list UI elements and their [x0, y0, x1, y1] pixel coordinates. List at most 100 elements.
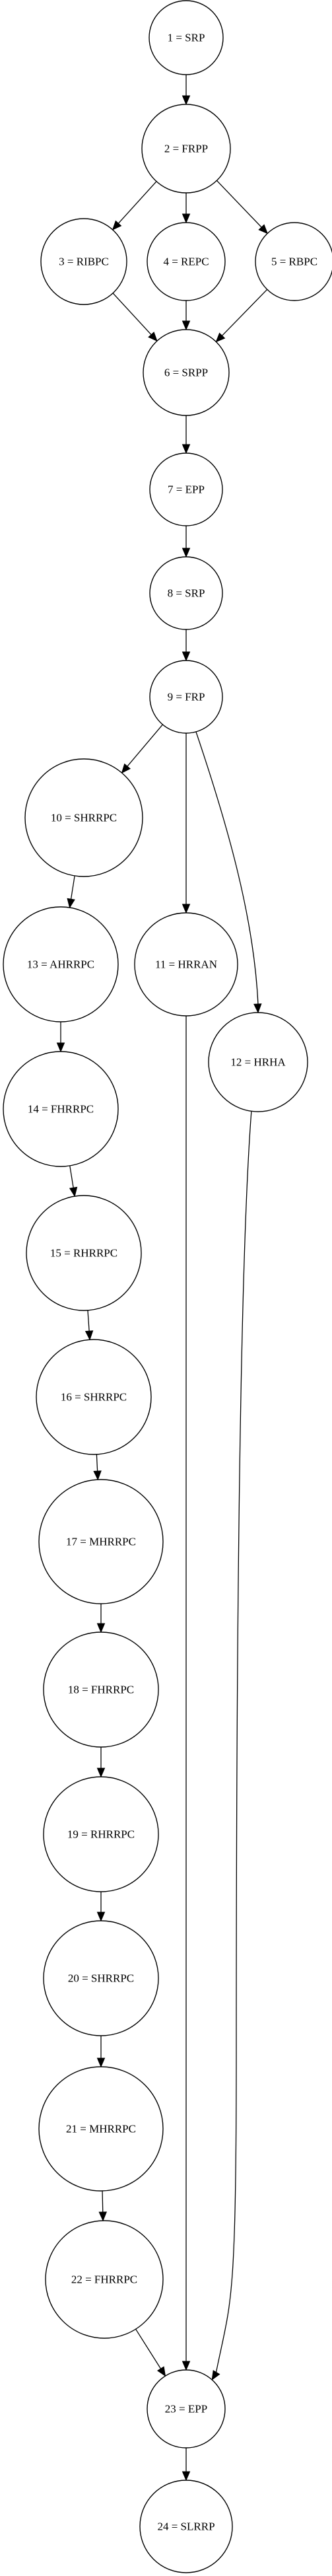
node-circle: [149, 660, 223, 734]
edge-14-15: [69, 1165, 74, 1189]
arrowhead-2-5: [258, 224, 269, 234]
node-circle: [26, 1195, 142, 1311]
node-9: 9 = FRP: [149, 660, 223, 734]
node-label: 24 = SLRRP: [157, 2521, 215, 2533]
node-label: 17 = MHRRPC: [66, 1536, 136, 1548]
arrowhead-2-4: [182, 213, 191, 224]
node-label: 8 = SRP: [168, 587, 205, 600]
node-18: 18 = FHRRPC: [43, 1631, 159, 1748]
arrowhead-3-6: [148, 332, 158, 342]
node-circle: [43, 1920, 159, 2036]
node-circle: [3, 1051, 119, 1167]
node-circle: [40, 218, 127, 305]
arrowhead-1-2: [182, 95, 191, 106]
node-label: 9 = FRP: [168, 691, 205, 703]
node-label: 12 = HRHA: [230, 1056, 286, 1069]
node-3: 3 = RIBPC: [40, 218, 127, 305]
arrowhead-20-21: [96, 2057, 106, 2068]
node-circle: [139, 2480, 233, 2573]
arrowhead-2-3: [112, 220, 122, 231]
node-5: 5 = RBPC: [255, 222, 332, 301]
arrowhead-16-17: [93, 1470, 102, 1481]
node-label: 20 = SHRRPC: [68, 1972, 134, 1985]
arrowhead-4-6: [182, 320, 191, 331]
node-10: 10 = SHRRPC: [24, 758, 143, 877]
arrowhead-23-24: [182, 2471, 191, 2482]
node-circle: [141, 104, 231, 194]
node-circle: [255, 222, 332, 301]
node-1: 1 = SRP: [149, 0, 224, 75]
arrowhead-9-12: [253, 1003, 262, 1014]
node-label: 5 = RBPC: [271, 256, 317, 268]
node-circle: [43, 1776, 159, 1892]
node-circle: [43, 1631, 159, 1748]
arrowhead-6-7: [182, 444, 191, 454]
node-label: 6 = SRPP: [164, 367, 208, 379]
node-circle: [149, 0, 224, 75]
edge-12-23: [215, 1110, 252, 2374]
node-label: 3 = RIBPC: [59, 256, 109, 268]
arrowhead-9-11: [182, 904, 191, 914]
node-2: 2 = FRPP: [141, 104, 231, 194]
arrowhead-11-23: [182, 2361, 191, 2371]
node-label: 23 = EPP: [165, 2403, 207, 2415]
edge-9-10: [126, 724, 163, 768]
arrowhead-15-16: [84, 1330, 94, 1341]
node-22: 22 = FHRRPC: [45, 2220, 164, 2339]
node-circle: [147, 2369, 226, 2449]
edges-layer: [56, 75, 269, 2482]
node-circle: [24, 758, 143, 877]
node-label: 7 = EPP: [168, 483, 205, 496]
arrowhead-18-19: [96, 1768, 106, 1778]
arrowhead-21-22: [98, 2211, 108, 2222]
edge-2-5: [216, 180, 263, 229]
edge-16-17: [96, 1454, 98, 1472]
node-circle: [38, 1479, 164, 1604]
edge-22-23: [135, 2328, 162, 2370]
edge-15-16: [87, 1310, 90, 1332]
arrowhead-8-9: [182, 651, 191, 662]
node-19: 19 = RHRRPC: [43, 1776, 159, 1892]
edge-3-6: [112, 293, 152, 336]
node-label: 10 = SHRRPC: [51, 812, 117, 824]
node-label: 1 = SRP: [168, 32, 205, 44]
node-circle: [147, 222, 226, 301]
node-circle: [143, 329, 230, 416]
node-20: 20 = SHRRPC: [43, 1920, 159, 2036]
node-23: 23 = EPP: [147, 2369, 226, 2449]
node-circle: [38, 2066, 164, 2192]
node-label: 14 = FHRRPC: [28, 1103, 94, 1116]
node-13: 13 = AHRRPC: [3, 906, 119, 1022]
node-label: 22 = FHRRPC: [71, 2273, 137, 2286]
node-circle: [149, 452, 223, 526]
edge-9-12: [195, 731, 259, 1005]
edge-10-13: [70, 875, 75, 900]
nodes-layer: 1 = SRP 2 = FRPP 3 = RIBPC 4 = REPC 5 = RBPC…: [3, 0, 332, 2573]
arrowhead-13-14: [56, 1042, 65, 1053]
edge-5-6: [221, 289, 268, 337]
edge-2-3: [117, 181, 157, 225]
node-11: 11 = HRRAN: [134, 912, 238, 1017]
node-6: 6 = SRPP: [143, 329, 230, 416]
node-label: 21 = MHRRPC: [66, 2123, 136, 2135]
arrowhead-5-6: [215, 332, 226, 343]
node-label: 13 = AHRRPC: [27, 958, 94, 971]
arrowhead-14-15: [69, 1186, 78, 1198]
edge-21-22: [102, 2190, 104, 2213]
arrowhead-7-8: [182, 548, 191, 558]
node-label: 2 = FRPP: [164, 143, 208, 155]
node-circle: [208, 1012, 308, 1112]
arrowhead-10-13: [67, 898, 75, 909]
node-circle: [36, 1339, 152, 1455]
arrowhead-12-23: [211, 2370, 220, 2381]
arrowhead-9-10: [121, 763, 131, 774]
node-7: 7 = EPP: [149, 452, 223, 526]
node-16: 16 = SHRRPC: [36, 1339, 152, 1455]
node-label: 4 = REPC: [163, 256, 209, 268]
node-label: 16 = SHRRPC: [61, 1391, 127, 1404]
arrowhead-22-23: [156, 2366, 166, 2377]
node-circle: [134, 912, 238, 1017]
node-8: 8 = SRP: [149, 556, 223, 630]
node-label: 19 = RHRRPC: [67, 1828, 135, 1841]
node-circle: [3, 906, 119, 1022]
